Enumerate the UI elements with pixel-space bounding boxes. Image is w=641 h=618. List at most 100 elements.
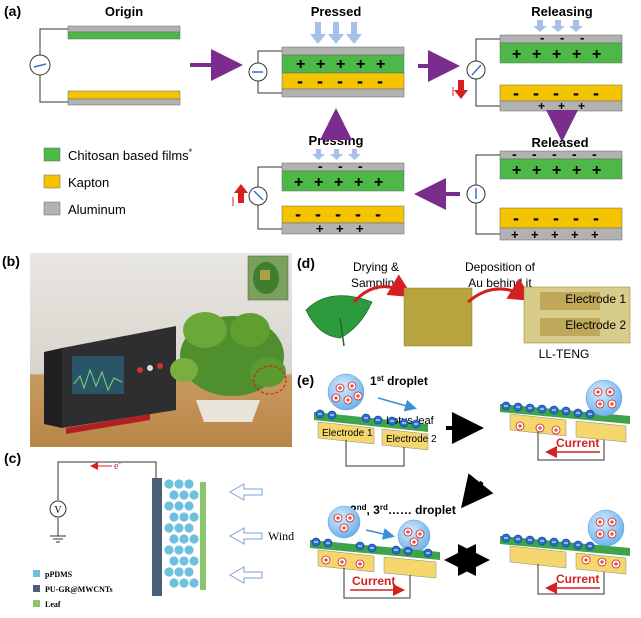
negative-charge [423,548,433,558]
pressing-needle [253,190,264,201]
ppdms-bead [178,555,190,567]
plant-pot [196,400,260,422]
electrode1-label: Electrode 1 [565,292,626,306]
svg-text:-: - [337,71,343,91]
electrometer-instrument [44,326,176,434]
negative-charge [561,406,571,416]
negative-charge [327,410,337,420]
origin-needle [33,63,47,68]
positive-charge [515,421,525,431]
electrode1-block [317,421,375,445]
scene2-charges [501,387,617,435]
svg-text:-: - [513,208,519,228]
positive-charge [347,381,357,391]
svg-text:-: - [297,71,303,91]
first-droplet-label: 1st droplet [370,374,428,388]
ppdms-bead [173,566,185,578]
pressing-chitosan [281,170,405,192]
legend-chitosan-swatch [43,147,61,162]
released-top-minus-row: ----- [512,146,597,162]
ppdms-layer [163,478,200,589]
released-bottom-plus-row: +++++ [511,227,599,242]
electrode2-area [540,318,600,336]
step2-line1: Deposition of [465,260,536,274]
negative-charge [561,538,571,548]
potted-plant [170,312,287,422]
pressing-top-minus-row: --- [318,158,363,174]
ppdms-bead [173,522,185,534]
positive-charge [343,395,353,405]
svg-text:+: + [294,174,303,191]
scene3-motion-arrow [365,528,395,540]
panel-d: (d) Drying & Sampling Deposition of Au b… [297,255,631,361]
ppdms-bead [173,478,185,490]
svg-text:-: - [593,83,599,103]
device-label: LL-TENG [539,347,590,361]
positive-charge [597,557,607,567]
scene3-circuit [343,568,411,599]
svg-text:-: - [315,204,321,224]
wind-arrows [228,483,263,584]
negative-charge [387,416,397,426]
inset-device-patch [260,270,270,280]
svg-text:+: + [376,56,385,73]
release-arrows [533,20,583,32]
negative-charge [391,545,401,555]
panel-b: (b) [2,253,292,447]
origin-kapton [67,90,181,100]
svg-text:+: + [552,162,561,179]
panel-e: (e) 1st droplet Lotus leaf Electrode 1 E… [297,372,630,599]
positive-charge [331,393,341,403]
released-title: Released [531,135,588,150]
svg-text:-: - [533,83,539,103]
panel-a: (a) Origin Pressed +++ [4,3,623,242]
panel-c-circuit-wire [57,461,157,500]
svg-text:-: - [295,204,301,224]
scene-first-droplet: 1st droplet Lotus leaf Electrode 1 Elect… [314,373,437,467]
ppdms-bead [163,522,175,534]
releasing-title: Releasing [531,4,592,19]
legend-ppdms-label: pPDMS [45,570,73,579]
positive-charge [595,517,605,527]
dried-leaf-sample [403,287,473,347]
svg-text:-: - [533,208,539,228]
state-pressed: Pressed +++++ ----- [248,4,405,98]
origin-bottom-aluminum [67,98,181,106]
scene4-current-label: Current [556,572,599,586]
svg-text:-: - [553,83,559,103]
legend-leaf-swatch [33,600,40,607]
released-minus-row: ----- [513,208,599,228]
pressing-minus-row: ----- [295,204,381,224]
svg-text:-: - [573,83,579,103]
scene4-circuit [537,564,605,595]
releasing-bottom-plus-row: +++ [538,99,585,113]
lotus-leaf-label: Lotus leaf [386,415,435,427]
svg-text:+: + [336,221,344,236]
arrow-deposition [467,278,534,304]
positive-charge [333,513,343,523]
ppdms-bead [163,544,175,556]
positive-charge [353,391,363,401]
positive-charge [335,383,345,393]
svg-text:+: + [512,46,521,63]
state-origin: Origin [29,4,181,106]
ppdms-bead [168,555,180,567]
negative-charge [513,402,523,412]
scene1-circuit [345,440,405,467]
panel-c: (c) V e- Wind pPDMS PU-GR@MWCNTs Leaf [4,450,294,609]
electrode1-area [540,292,600,310]
released-chitosan [499,158,623,180]
negative-charge [323,538,333,548]
ppdms-bead [183,478,195,490]
electrode2-block [381,428,429,451]
positive-charge [321,555,331,565]
scene4-droplet [587,509,625,547]
droplet-2 [327,505,361,539]
negative-charge [549,537,559,547]
scene-repeat-roll: Current [500,509,630,595]
svg-text:+: + [532,162,541,179]
svg-text:-: - [355,204,361,224]
negative-charge [525,535,535,545]
pressing-current-arrow [234,184,248,203]
positive-charge [607,517,617,527]
